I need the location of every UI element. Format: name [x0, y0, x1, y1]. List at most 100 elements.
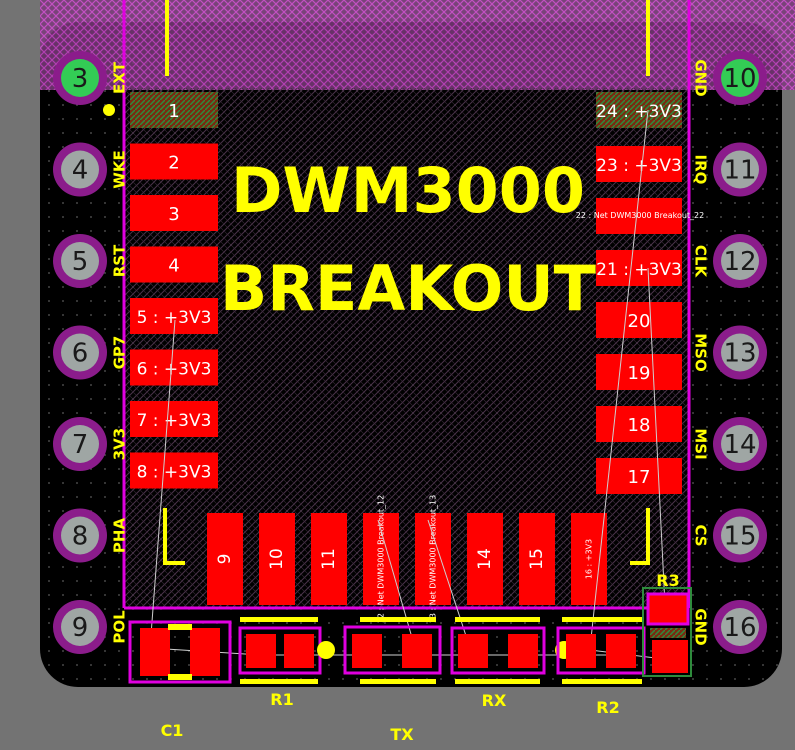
- left-header-pin-number: 4: [72, 156, 89, 186]
- module-pad-bottom[interactable]: [259, 513, 295, 605]
- left-header-pin-number: 8: [72, 522, 89, 552]
- r3-label: R3: [656, 571, 679, 590]
- right-header-pin-label: CS: [692, 524, 710, 546]
- tx-polarity-dot: [317, 641, 335, 659]
- right-header-pin-label: MSI: [692, 428, 710, 459]
- c1-label: C1: [161, 721, 184, 740]
- module-pad-bottom[interactable]: [519, 513, 555, 605]
- rx-led-component[interactable]: [450, 617, 546, 684]
- module-pad-left-label: 6 : +3V3: [137, 360, 212, 380]
- left-header-pin-label: GP7: [111, 336, 129, 370]
- module-pad-left-label: 2: [168, 153, 179, 174]
- left-header-pin-number: 5: [72, 247, 89, 277]
- module-pad-22[interactable]: [596, 198, 682, 234]
- left-header-pin[interactable]: 5: [53, 234, 107, 288]
- r2-component[interactable]: [556, 617, 646, 684]
- right-header-pin-number: 14: [723, 430, 756, 460]
- module-pad-bottom[interactable]: [363, 513, 399, 605]
- r3-component[interactable]: [642, 587, 692, 677]
- right-header-pin-label: CLK: [692, 245, 710, 279]
- left-header-pin[interactable]: 4: [53, 142, 107, 197]
- module-pad-bottom-label: 15: [527, 548, 547, 570]
- module-pad-left-label: 4: [168, 256, 179, 277]
- right-header-pin[interactable]: 16: [713, 600, 767, 654]
- right-header-pin[interactable]: 14: [713, 417, 767, 471]
- module-pad-bottom-label: 11: [319, 548, 339, 570]
- right-header-pin-label: GND: [692, 608, 710, 645]
- left-header-pin-label: EXT: [111, 61, 129, 94]
- module-pad-right[interactable]: [596, 302, 682, 338]
- left-header-pin-number: 3: [72, 64, 89, 94]
- module-pad-right[interactable]: [596, 92, 682, 128]
- module-pad-right[interactable]: [596, 406, 682, 442]
- module-pad-right[interactable]: [596, 250, 682, 286]
- module-pad-left-label: 8 : +3V3: [137, 463, 212, 483]
- right-header-pin-number: 12: [723, 247, 756, 277]
- module-pad-right-label: 23 : +3V3: [596, 156, 682, 176]
- left-header-pin[interactable]: 7: [53, 417, 107, 471]
- module-pad-right-label: 17: [628, 467, 651, 488]
- right-header-pin[interactable]: 10: [713, 51, 767, 105]
- left-header-pin[interactable]: 9: [53, 600, 107, 654]
- left-header-pin[interactable]: 6: [53, 325, 107, 380]
- module-pad-right[interactable]: [596, 146, 682, 182]
- r1-label: R1: [270, 690, 293, 709]
- module-pad-bottom[interactable]: [311, 513, 347, 605]
- pin1-marker: [103, 104, 115, 116]
- module-pad-bottom-label: 9: [215, 554, 235, 565]
- module-pad-left[interactable]: [130, 195, 218, 231]
- left-header-pin[interactable]: 8: [53, 508, 107, 563]
- module-left-pads: 1 2 3 4 5 : +3V3 6 : +3V3 7 : +3V3 8 : +3V3: [130, 92, 218, 489]
- r2-label: R2: [596, 698, 619, 717]
- left-header-pin[interactable]: 3: [53, 51, 107, 105]
- c1-component[interactable]: [128, 620, 232, 684]
- left-header-pin-label: POL: [111, 610, 129, 644]
- module-corner-marks: [163, 508, 650, 565]
- module-pad-bottom-label: 16 : +3V3: [585, 539, 594, 579]
- module-pad-bottom[interactable]: [415, 513, 451, 605]
- module-pad-right-label: 18: [628, 415, 651, 436]
- module-pad-left-label: 3: [168, 204, 179, 225]
- module-pad-left-label: 1: [168, 101, 179, 122]
- module-pad-bottom[interactable]: [571, 513, 607, 605]
- r1-component[interactable]: [238, 617, 322, 684]
- tx-led-component[interactable]: [343, 617, 442, 684]
- net-label-pad-22: 22 : Net DWM3000 Breakout_22: [576, 211, 704, 220]
- module-pad-bottom[interactable]: [207, 513, 243, 605]
- module-pad-right-label: 19: [628, 363, 651, 384]
- module-pad-bottom-label: 10: [267, 548, 287, 570]
- title-line-1: DWM3000: [231, 154, 585, 227]
- module-pad-left[interactable]: [130, 246, 218, 283]
- right-header-pin[interactable]: 11: [713, 142, 767, 197]
- module-pad-bottom[interactable]: [467, 513, 503, 605]
- right-header-pin-number: 16: [723, 613, 756, 643]
- left-header-pin-label: RST: [111, 244, 129, 277]
- tx-label: TX: [390, 725, 414, 744]
- module-pad-left-label: 5 : +3V3: [137, 308, 212, 328]
- module-pad-right-label: 21 : +3V3: [596, 260, 682, 280]
- module-pad-left[interactable]: [130, 92, 218, 128]
- title-line-2: BREAKOUT: [220, 252, 596, 325]
- right-header-pin[interactable]: 13: [713, 325, 767, 380]
- left-header-pin-number: 7: [72, 430, 89, 460]
- left-header-pin-number: 9: [72, 613, 89, 643]
- module-pad-left[interactable]: [130, 452, 218, 489]
- right-header-pin-number: 15: [723, 522, 756, 552]
- right-header-pin-number: 10: [723, 64, 756, 94]
- right-header-pin[interactable]: 12: [713, 234, 767, 288]
- right-header-pin[interactable]: 15: [713, 508, 767, 563]
- module-pad-left-label: 7 : +3V3: [137, 411, 212, 431]
- module-pad-bottom-label: 12 : Net DWM3000 Breakout_12: [377, 495, 386, 623]
- left-header-pin-label: PHA: [111, 518, 129, 554]
- module-pad-left[interactable]: [130, 401, 218, 437]
- module-pad-left[interactable]: [130, 143, 218, 180]
- rx-label: RX: [482, 691, 507, 710]
- module-pad-left[interactable]: [130, 349, 218, 386]
- antenna-keepout-zone: [40, 0, 795, 90]
- module-courtyard: [122, 0, 691, 610]
- left-header-pin-label: WKE: [111, 150, 129, 188]
- module-pad-right[interactable]: [596, 354, 682, 390]
